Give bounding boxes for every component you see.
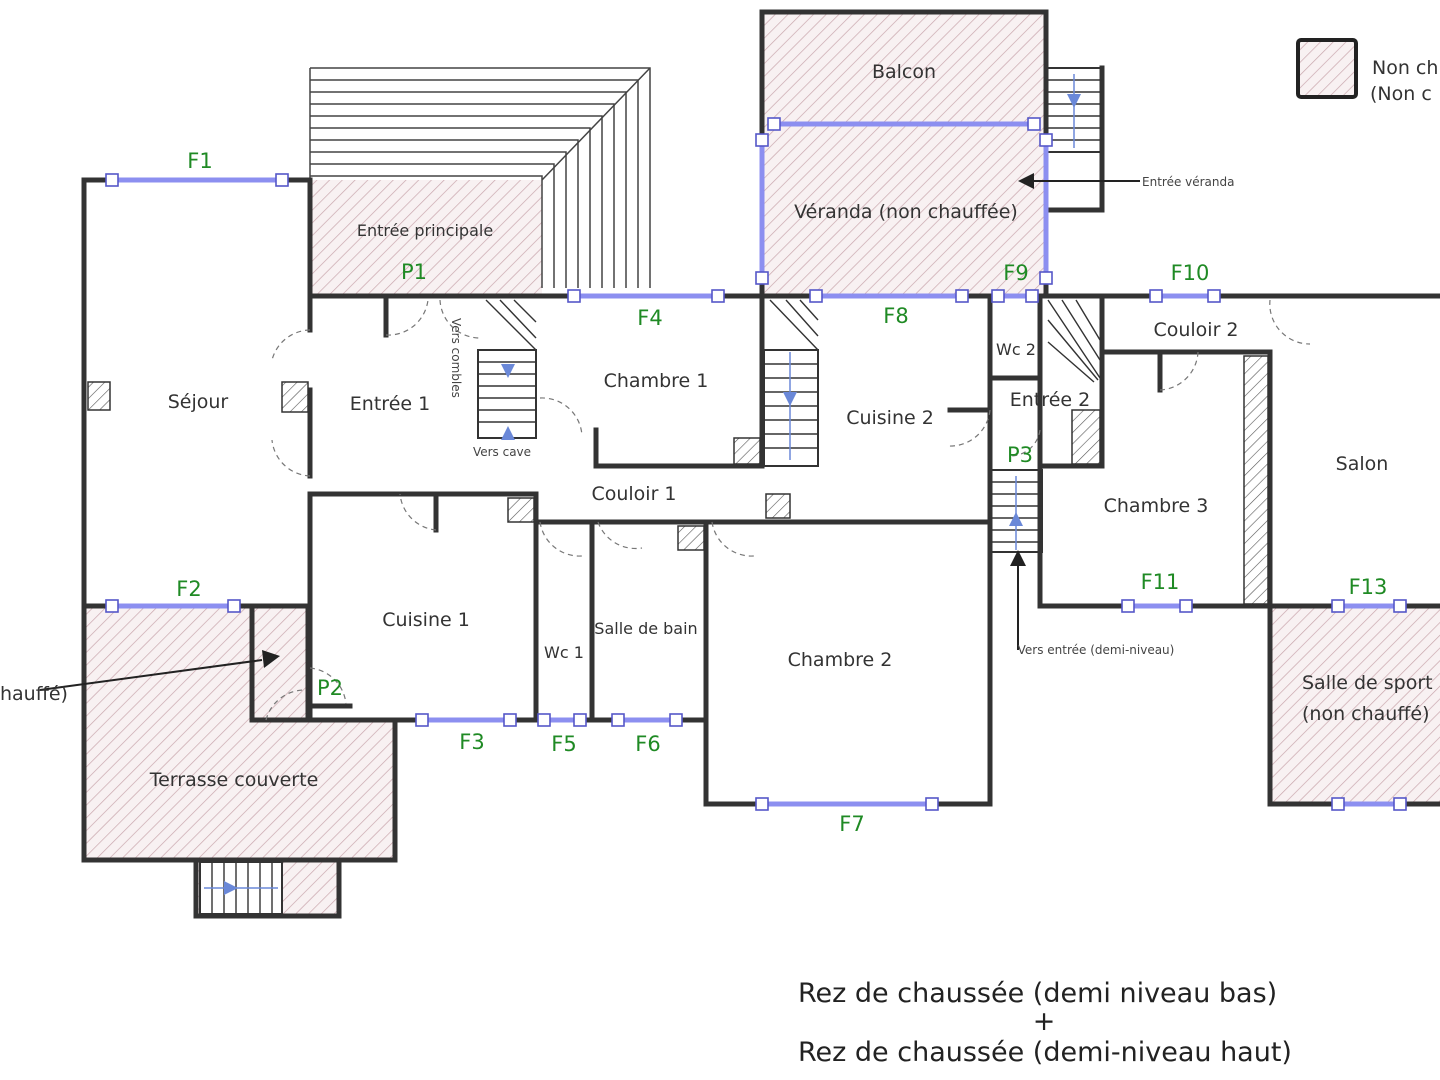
title-line-2: Rez de chaussée (demi-niveau haut) xyxy=(798,1037,1292,1068)
label-F11: F11 xyxy=(1141,570,1180,594)
windows xyxy=(105,117,1407,811)
label-F1: F1 xyxy=(187,149,212,173)
room-label-chambre3: Chambre 3 xyxy=(1104,495,1209,517)
stair-couloir2 xyxy=(1047,299,1101,383)
stair-up-arrow xyxy=(501,426,515,440)
room-label-chambre1: Chambre 1 xyxy=(604,370,709,392)
veranda-area xyxy=(762,124,1046,296)
legend-line-1: Non ch xyxy=(1372,57,1438,79)
room-label-entree1: Entrée 1 xyxy=(350,393,430,415)
annotation-vers-combles: Vers combles xyxy=(449,318,463,398)
opening-labels: F1 F2 F3 F4 F5 F6 F7 F8 F9 F10 F11 F13 P… xyxy=(176,149,1387,836)
stair-balcon xyxy=(1045,67,1103,153)
room-label-entree-principale: Entrée principale xyxy=(357,221,493,240)
stair-arrow xyxy=(224,881,238,895)
label-F9: F9 xyxy=(1003,261,1028,285)
label-P1: P1 xyxy=(401,260,427,284)
label-F8: F8 xyxy=(883,304,908,328)
stair-entree2 xyxy=(989,469,1043,553)
label-F13: F13 xyxy=(1349,575,1388,599)
label-P3: P3 xyxy=(1007,443,1033,467)
label-F4: F4 xyxy=(637,306,662,330)
stair-terrasse xyxy=(199,861,283,915)
label-P2: P2 xyxy=(317,676,343,700)
room-label-salle-sport-sub: (non chauffé) xyxy=(1302,703,1430,725)
stair-cave xyxy=(477,299,537,440)
stair-up-arrow xyxy=(1009,512,1023,526)
room-label-couloir2: Couloir 2 xyxy=(1153,319,1238,341)
room-label-wc2: Wc 2 xyxy=(996,340,1036,359)
room-label-veranda: Véranda (non chauffée) xyxy=(794,201,1018,223)
stair-down-arrow xyxy=(501,364,515,378)
label-F2: F2 xyxy=(176,577,201,601)
room-label-salon: Salon xyxy=(1336,453,1389,475)
room-label-couloir1: Couloir 1 xyxy=(591,483,676,505)
label-F10: F10 xyxy=(1171,261,1210,285)
stair-down-arrow xyxy=(1067,94,1081,108)
room-label-wc1: Wc 1 xyxy=(544,643,584,662)
room-label-chambre2: Chambre 2 xyxy=(788,649,893,671)
staircases xyxy=(199,67,1103,915)
entree-principale-area xyxy=(310,180,542,296)
annotation-vers-entree: Vers entrée (demi-niveau) xyxy=(1018,643,1175,657)
label-F3: F3 xyxy=(459,730,484,754)
room-label-sejour: Séjour xyxy=(168,391,229,413)
terrasse-entry-area xyxy=(252,606,308,720)
room-label-balcon: Balcon xyxy=(872,61,936,83)
salle-sport-area xyxy=(1270,606,1440,804)
room-label-salle-de-bain: Salle de bain xyxy=(594,619,697,638)
label-F6: F6 xyxy=(635,732,660,756)
legend-swatch xyxy=(1296,38,1358,99)
room-label-terrasse: Terrasse couverte xyxy=(149,769,319,791)
legend: Non ch (Non c xyxy=(1370,57,1438,105)
pointer-arrows xyxy=(39,173,1140,691)
label-F7: F7 xyxy=(839,812,864,836)
stair-down-arrow xyxy=(783,392,797,406)
title-plus: + xyxy=(1033,1006,1056,1037)
room-label-cuisine2: Cuisine 2 xyxy=(846,407,934,429)
chimney-blocks xyxy=(87,355,1269,605)
annotations: Entrée véranda Vers combles Vers cave Ve… xyxy=(449,175,1235,657)
legend-line-2: (Non c xyxy=(1370,83,1432,105)
label-F5: F5 xyxy=(551,732,576,756)
annotation-vers-cave: Vers cave xyxy=(473,445,531,459)
room-label-left-cut: hauffé) xyxy=(0,683,68,705)
room-labels: Balcon Véranda (non chauffée) Entrée pri… xyxy=(0,61,1433,791)
annotation-entree-veranda: Entrée véranda xyxy=(1142,175,1235,189)
room-label-entree2: Entrée 2 xyxy=(1010,389,1090,411)
room-label-salle-sport: Salle de sport xyxy=(1302,672,1433,694)
balcon-area xyxy=(762,12,1046,124)
plan-title: Rez de chaussée (demi niveau bas) + Rez … xyxy=(798,978,1292,1068)
exterior-stairs xyxy=(309,67,651,288)
terrasse-area xyxy=(84,606,395,860)
doors xyxy=(265,299,1311,721)
stair-cuisine2 xyxy=(763,299,819,467)
room-label-cuisine1: Cuisine 1 xyxy=(382,609,470,631)
title-line-1: Rez de chaussée (demi niveau bas) xyxy=(798,978,1277,1009)
